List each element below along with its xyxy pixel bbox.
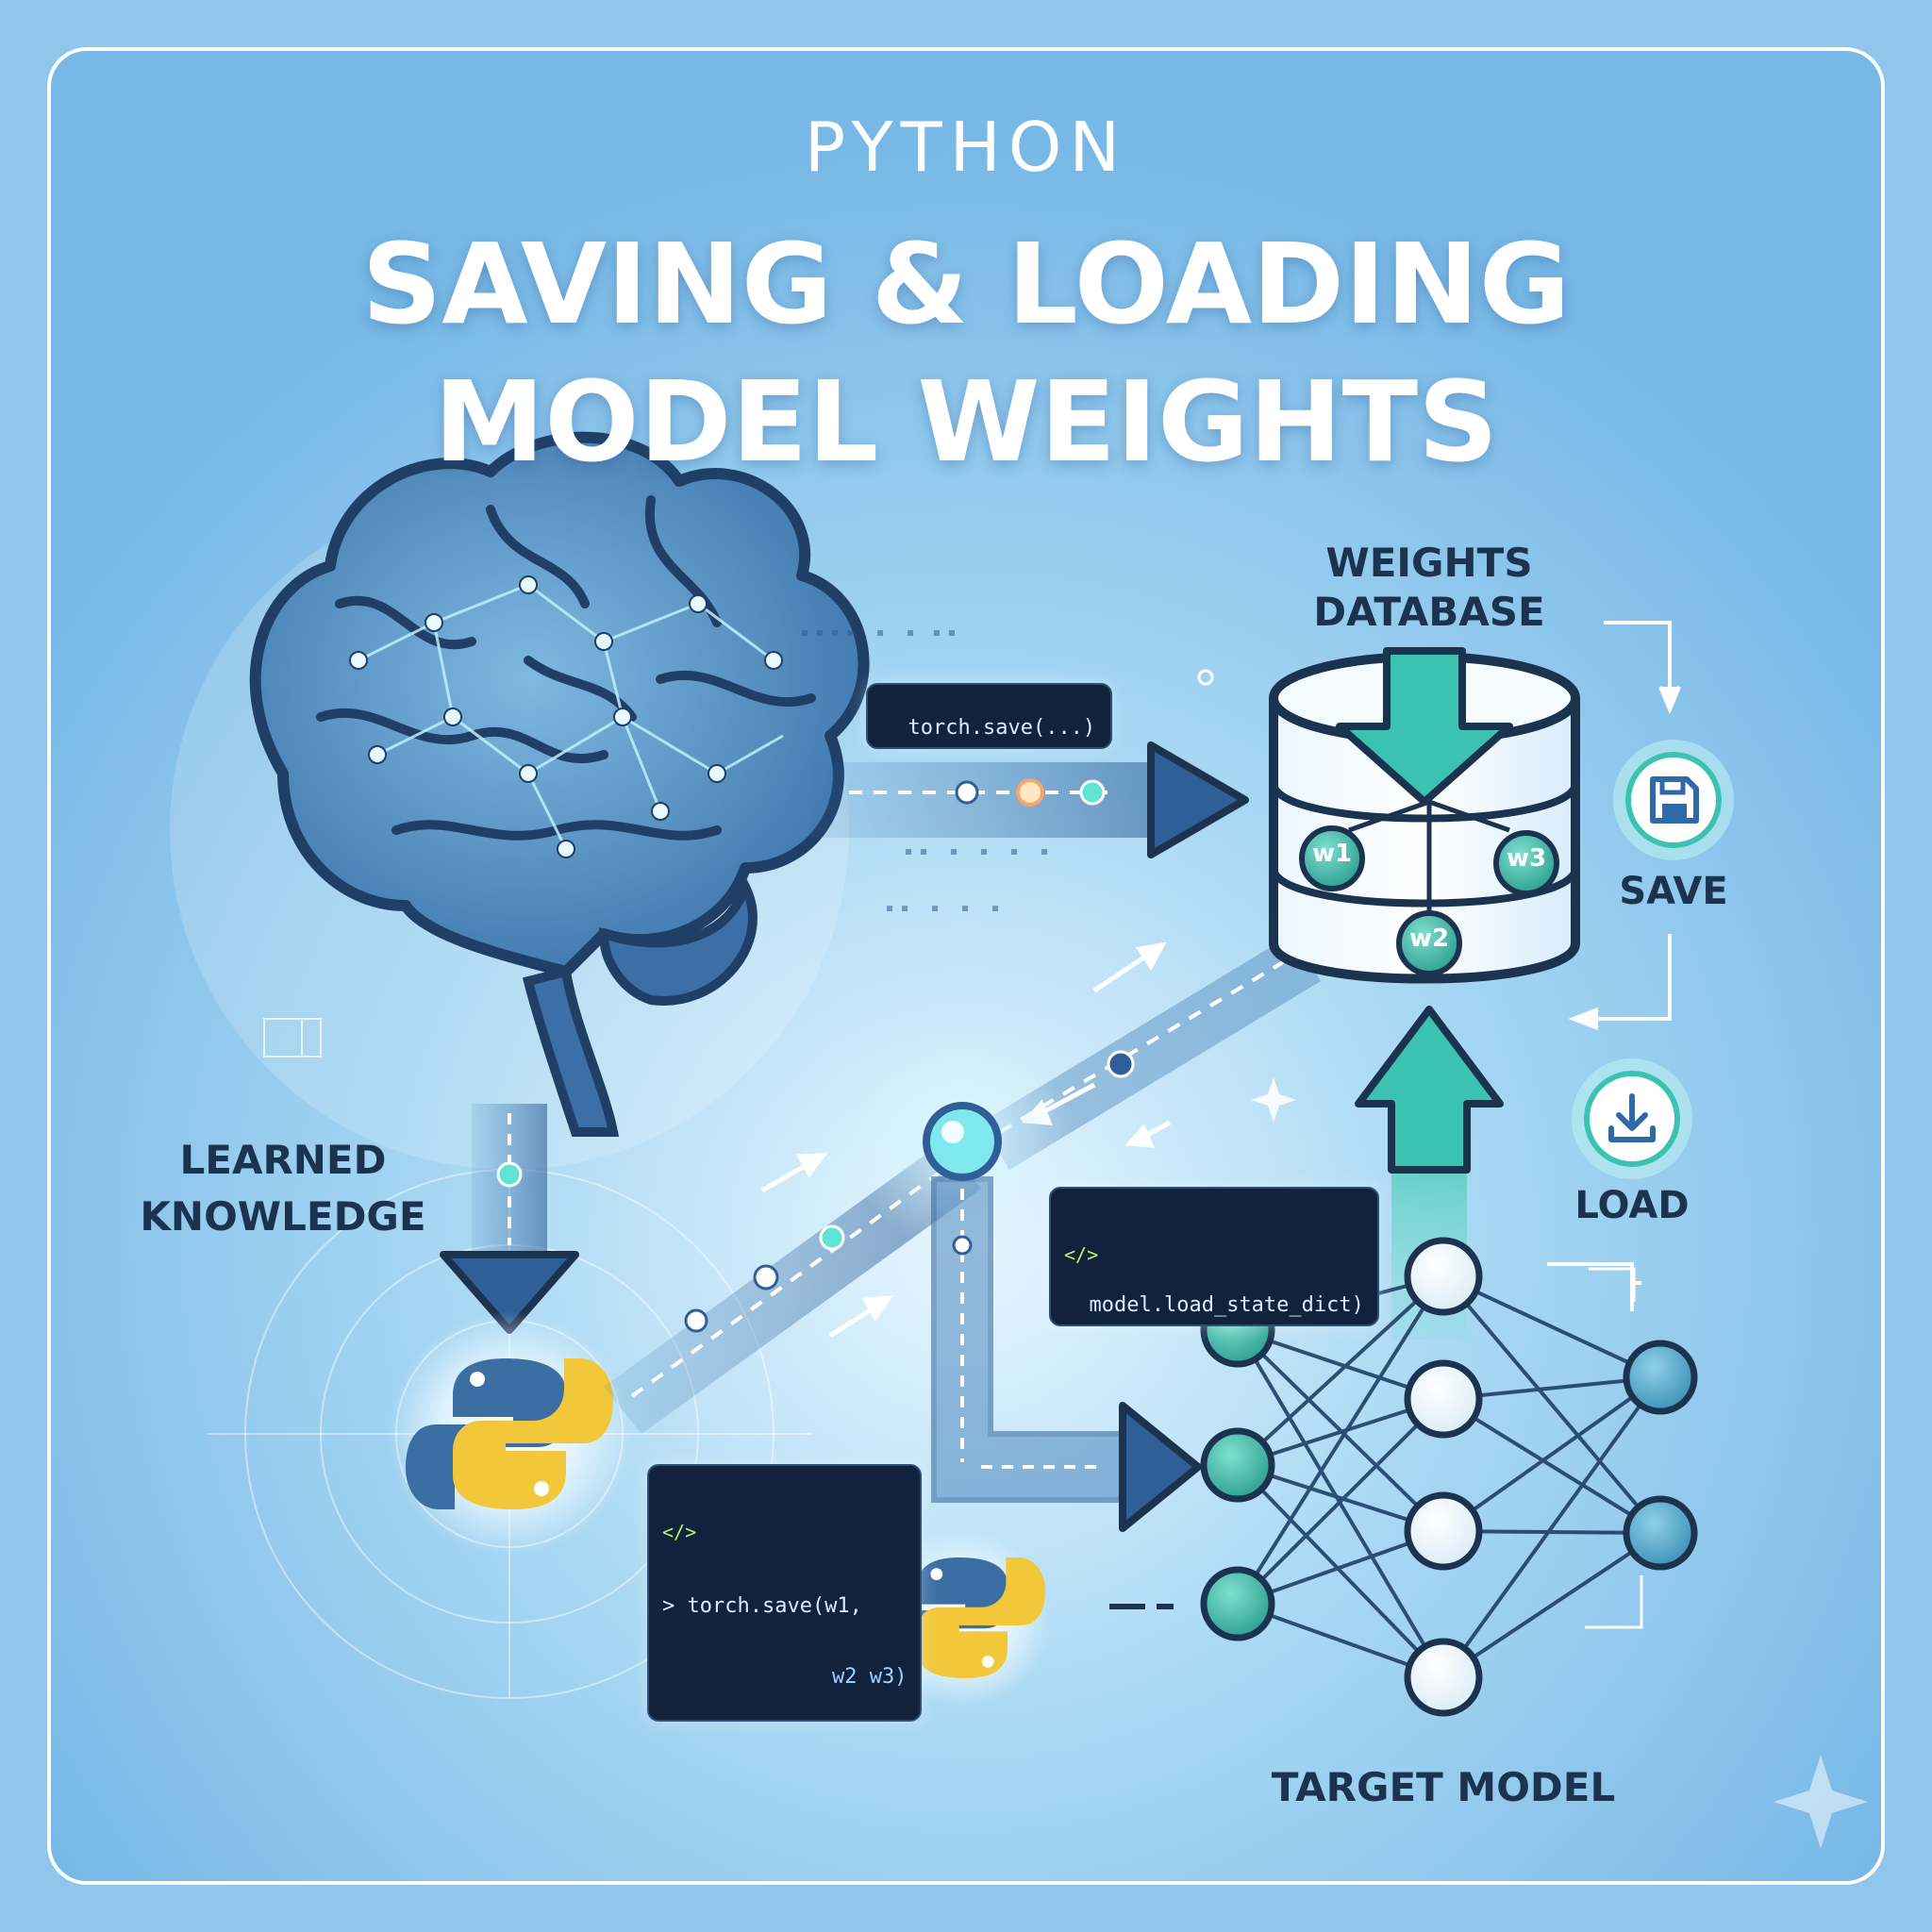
weight-node-w3 [1493,830,1559,896]
header-kicker: PYTHON [804,108,1128,187]
network-edge [1441,1274,1662,1535]
code-snippet-load: </> model.load_state_dict) [1049,1187,1379,1326]
brain-icon [249,431,870,1137]
load-label: LOAD [1574,1184,1690,1227]
network-node [1404,1237,1483,1316]
learned-label-line1: LEARNED [179,1137,387,1183]
network-edge [1441,1375,1662,1533]
network-connectors [1585,1267,1643,1629]
save-load-connectors [1547,621,1681,1311]
network-node [1404,1491,1483,1571]
neural-network-icon [1200,1237,1698,1717]
arrow-hub-to-target [931,1176,1202,1532]
database-icon [1269,652,1580,984]
save-label: SAVE [1619,870,1728,913]
header-title-line2: MODEL WEIGHTS [433,357,1499,487]
decor-ring [1197,669,1214,686]
save-button[interactable] [1613,740,1734,860]
network-edge [1236,1274,1445,1467]
small-arrows [760,941,1172,1339]
weight-node-w2 [1396,910,1462,976]
network-node [1200,1427,1275,1503]
network-edge [1236,1274,1445,1606]
db-label-line1: WEIGHTS [1325,540,1533,586]
header-title-line1: SAVING & LOADING [361,219,1571,349]
network-edge [1442,1274,1661,1379]
network-edge [1236,1463,1445,1679]
network-edge [1441,1531,1662,1679]
arrow-brain-to-python [440,1104,579,1334]
load-button[interactable] [1572,1058,1692,1179]
db-label-line2: DATABASE [1313,589,1545,635]
code-tag-icon: </> [1064,1243,1099,1266]
arrow-brain-to-database [811,741,1249,858]
network-node [1404,1638,1483,1717]
network-dash [1109,1604,1174,1609]
network-edge [1441,1397,1662,1535]
network-edge [1236,1397,1445,1606]
network-node [1623,1340,1698,1415]
floppy-disk-icon [1650,776,1699,824]
target-model-label: TARGET MODEL [1271,1764,1616,1810]
hub-node [923,1102,1002,1181]
code-snippet-save-weights: </> > torch.save(w1, w2 w3) [647,1464,923,1722]
code-text-load: model.load_state_dict) [1089,1293,1364,1317]
code-snippet-save: torch.save(...) [866,683,1113,749]
weight-label-w2: w2 [1408,924,1450,953]
weight-label-w3: w3 [1506,844,1547,873]
down-arrow-into-database [1336,647,1513,806]
network-node [1404,1359,1483,1439]
code-text-save: torch.save(...) [908,716,1096,740]
network-edge [1441,1375,1662,1679]
code-text-save-weights-line2: w2 w3) [832,1665,908,1689]
code-tag-icon-2: </> [662,1521,697,1543]
weight-label-w1: w1 [1311,840,1353,868]
weight-node-w1 [1299,825,1365,891]
download-icon [1608,1093,1656,1142]
decor-squares [263,1018,322,1058]
python-logo [406,1358,613,1509]
learned-label-line2: KNOWLEDGE [140,1193,426,1240]
network-node [1623,1495,1698,1571]
network-node [1200,1566,1275,1641]
code-text-save-weights-line1: > torch.save(w1, [662,1594,862,1618]
